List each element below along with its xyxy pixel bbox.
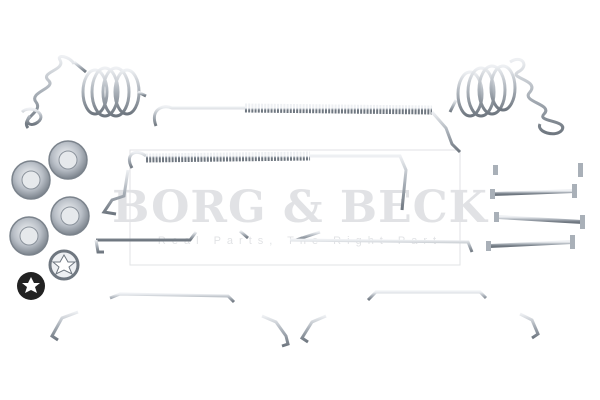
hold-down-pin-4 (486, 235, 575, 251)
tension-spring-with-wire (101, 151, 408, 216)
short-spring-mid-left (94, 224, 249, 254)
hold-down-pin-1 (493, 163, 583, 177)
bottom-spring-assembly-left (50, 292, 290, 348)
hold-down-cup-1 (48, 140, 88, 180)
barrel-spring-right (448, 64, 517, 118)
hold-down-cups (9, 140, 90, 256)
hold-down-cup-4 (9, 216, 49, 256)
retaining-clip-silver (48, 249, 80, 281)
hold-down-pin-3 (494, 212, 585, 229)
cone-spring-right (509, 57, 565, 136)
barrel-spring-left (73, 60, 147, 118)
hold-down-pins (486, 163, 585, 251)
brand-watermark: BORG & BECK Real Parts, The Right Part (112, 149, 489, 266)
short-spring-mid-right (289, 224, 474, 253)
hold-down-cup-2 (11, 160, 51, 200)
hold-down-pin-2 (490, 184, 577, 199)
hold-down-cup-3 (50, 196, 90, 236)
bottom-spring-assembly-right (299, 290, 540, 344)
retaining-clip-black (17, 272, 45, 300)
cone-spring-left (20, 55, 76, 129)
watermark-brand: BORG & BECK (112, 182, 489, 233)
long-tension-spring-top (153, 103, 462, 154)
